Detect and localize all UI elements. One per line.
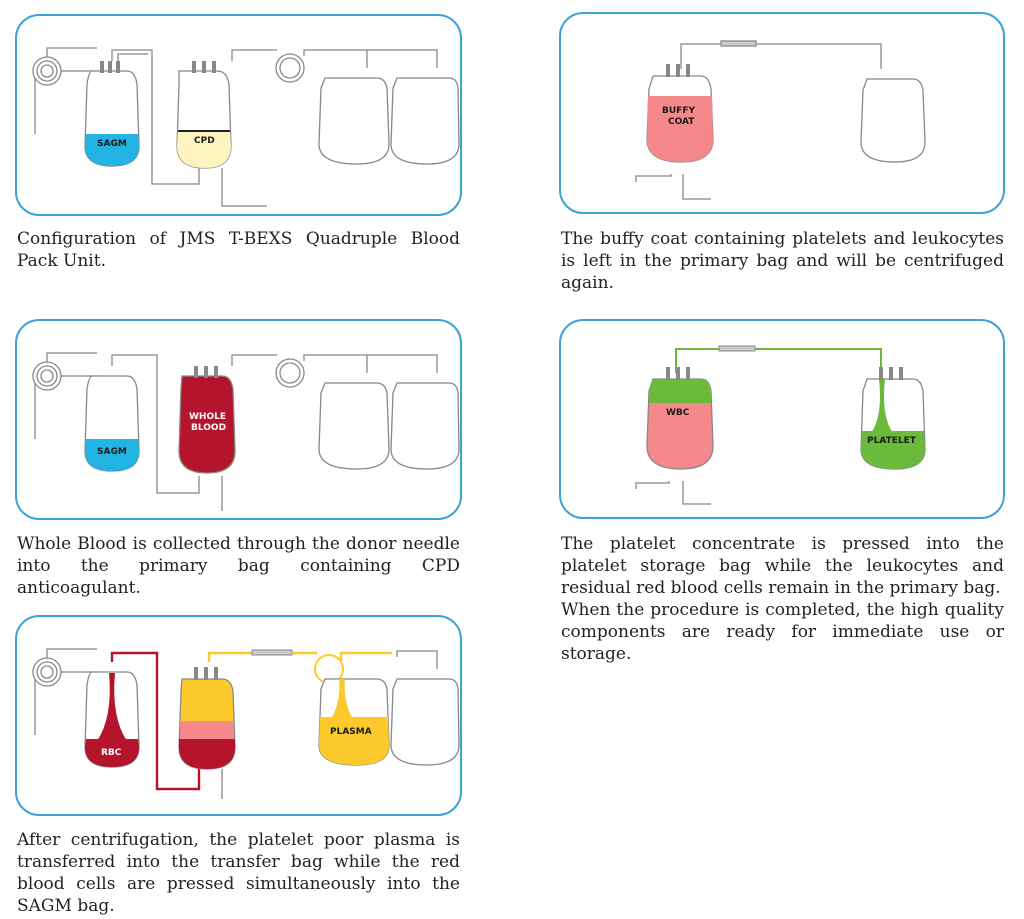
whole-blood-diagram: SAGM WHOLE BLOOD [32,352,460,511]
caption-buffy: The buffy coat containing platelets and … [561,229,1004,293]
plasma-label: PLASMA [330,727,372,737]
diagram-frame-configuration: SAGM CPD [15,14,462,216]
sagm-label: SAGM [97,139,127,149]
caption-platelet-line-2: When the procedure is completed, the hig… [561,600,1004,664]
sagm-label: SAGM [97,447,127,457]
sagm-bag [84,61,140,167]
diagram-frame-whole-blood: SAGM WHOLE BLOOD [15,319,462,520]
rbc-label: RBC [101,748,122,758]
platelet-diagram: WBC PLATELET [635,345,926,505]
diagram-frame-buffy: BUFFY COAT [559,12,1005,214]
caption-whole-blood: Whole Blood is collected through the don… [17,534,460,598]
transfer-bag-empty [390,678,460,766]
caption-platelet: The platelet concentrate is pressed into… [561,533,1004,665]
wbc-bag [646,367,714,470]
cpd-label: CPD [194,136,215,146]
whole-blood-label-2: BLOOD [191,423,226,433]
buffy-label-2: COAT [668,117,695,127]
sagm-bag [84,375,140,472]
buffy-coat-bag [646,64,714,163]
configuration-diagram: SAGM CPD [32,47,460,207]
whole-blood-bag [178,366,236,474]
transfer-bag-1 [318,382,390,470]
rbc-bag [84,671,140,768]
platelet-label: PLATELET [867,436,917,446]
caption-platelet-line-1: The platelet concentrate is pressed into… [561,534,1004,598]
caption-configuration: Configuration of JMS T-BEXS Quadruple Bl… [17,229,460,271]
transfer-bag-1 [318,77,390,165]
wbc-label: WBC [666,408,690,418]
buffy-diagram: BUFFY COAT [635,40,926,200]
whole-blood-label-1: WHOLE [189,412,226,422]
centrifugation-diagram: RBC PLASMA [32,648,460,799]
buffy-label-1: BUFFY [662,106,695,116]
diagram-frame-centrifugation: RBC PLASMA [15,615,462,816]
primary-bag-separated [178,667,236,770]
transfer-bag-2 [390,382,460,470]
cpd-bag [176,61,232,169]
diagram-frame-platelet: WBC PLATELET [559,319,1005,519]
transfer-bag-2 [390,77,460,165]
platelet-bag [860,367,926,470]
platelet-bag-empty [860,78,926,163]
caption-centrifugation: After centrifugation, the platelet poor … [17,830,460,916]
plasma-bag [318,678,390,766]
